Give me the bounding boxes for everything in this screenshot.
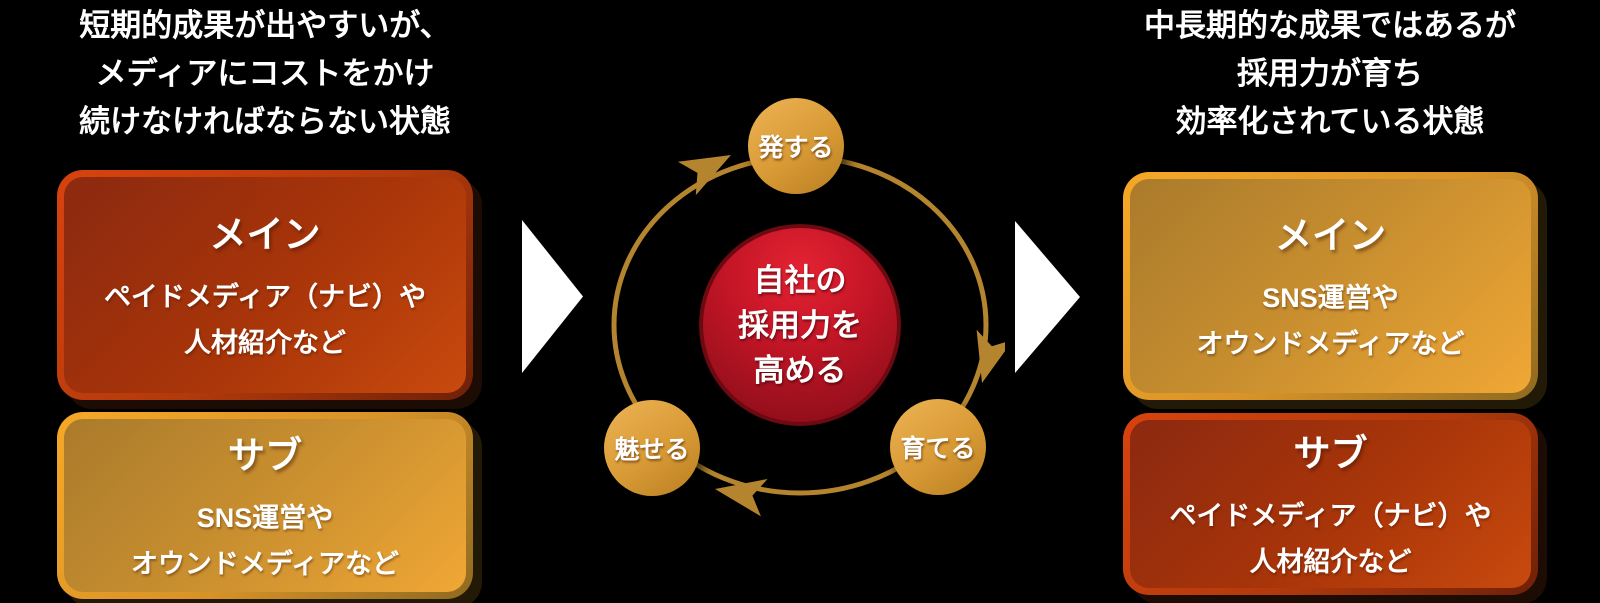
box-body-line: SNS運営や (1262, 283, 1399, 313)
right-main-box-inner: メイン SNS運営や オウンドメディアなど (1130, 179, 1531, 393)
heading-line: 続けなければならない状態 (79, 104, 451, 139)
box-body-line: オウンドメディアなど (130, 548, 400, 579)
box-body-line: SNS運営や (196, 502, 334, 533)
flow-arrow-right-icon (1015, 221, 1080, 373)
box-body: ペイドメディア（ナビ）や 人材紹介など (104, 274, 426, 366)
left-state-heading: 短期的成果が出やすいが、 メディアにコストをかけ 続けなければならない状態 (20, 2, 510, 146)
center-circle-line: 採用力を (738, 307, 862, 343)
cycle-node-label: 発する (758, 134, 834, 162)
box-body-line: 人材紹介など (1249, 547, 1412, 577)
cycle-node-hassuru: 発する (748, 98, 844, 194)
heading-line: 効率化されている状態 (1175, 104, 1485, 139)
cycle-arrowhead-right-icon (976, 329, 1005, 383)
box-body-line: オウンドメディアなど (1196, 329, 1465, 359)
heading-line: 中長期的な成果ではあるが (1144, 8, 1516, 43)
box-title: メイン (209, 214, 321, 255)
left-main-box: メイン ペイドメディア（ナビ）や 人材紹介など (57, 170, 473, 400)
cycle-node-sodateru: 育てる (890, 399, 986, 495)
box-body: ペイドメディア（ナビ）や 人材紹介など (1169, 493, 1491, 585)
box-body-line: ペイドメディア（ナビ）や (1169, 501, 1492, 531)
left-main-box-inner: メイン ペイドメディア（ナビ）や 人材紹介など (64, 177, 466, 393)
right-sub-box: サブ ペイドメディア（ナビ）や 人材紹介など (1123, 413, 1538, 595)
center-circle-line: 高める (753, 352, 847, 388)
box-title: サブ (228, 434, 302, 476)
flow-arrow-left-icon (522, 220, 583, 373)
right-sub-box-inner: サブ ペイドメディア（ナビ）や 人材紹介など (1130, 420, 1531, 588)
heading-line: メディアにコストをかけ (95, 56, 435, 91)
cycle-center-circle: 自社の 採用力を 高める (699, 224, 901, 426)
box-body: SNS運営や オウンドメディアなど (1196, 275, 1464, 367)
left-sub-box: サブ SNS運営や オウンドメディアなど (57, 412, 473, 599)
center-circle-line: 自社の (753, 262, 847, 298)
box-body-line: 人材紹介など (184, 328, 346, 358)
heading-line: 短期的成果が出やすいが、 (79, 8, 451, 43)
box-body: SNS運営や オウンドメディアなど (131, 495, 399, 587)
recruitment-cycle-diagram: 自社の 採用力を 高める 発する 育てる 魅せる (595, 90, 1005, 520)
cycle-node-miseru: 魅せる (604, 400, 700, 496)
cycle-node-label: 魅せる (614, 436, 690, 464)
right-state-heading: 中長期的な成果ではあるが 採用力が育ち 効率化されている状態 (1085, 2, 1575, 146)
box-title: サブ (1293, 433, 1368, 474)
cycle-node-label: 育てる (900, 435, 976, 463)
heading-line: 採用力が育ち (1237, 56, 1423, 91)
cycle-arrowhead-top-icon (677, 155, 731, 196)
left-sub-box-inner: サブ SNS運営や オウンドメディアなど (64, 419, 466, 592)
cycle-arrowhead-bottom-icon (715, 478, 768, 517)
box-title: メイン (1275, 215, 1386, 256)
box-body-line: ペイドメディア（ナビ）や (103, 282, 427, 312)
right-main-box: メイン SNS運営や オウンドメディアなど (1123, 172, 1538, 400)
